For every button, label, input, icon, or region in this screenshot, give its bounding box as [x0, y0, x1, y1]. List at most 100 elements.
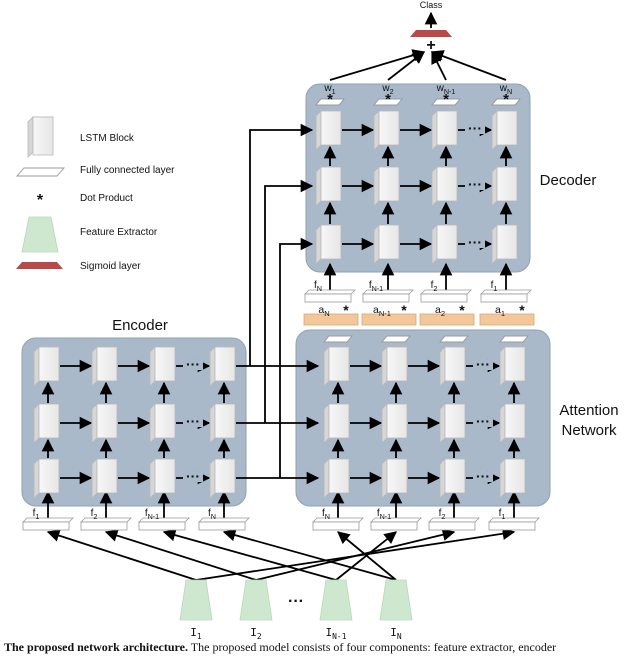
attention-weight-label: a1	[495, 304, 505, 318]
decoder-input-bar	[304, 289, 356, 303]
feature-extractor	[179, 579, 213, 621]
attention-weight-bar	[361, 313, 417, 326]
attention-input-label: fN	[322, 508, 330, 521]
decoder-ellipsis-bg	[465, 180, 485, 190]
class-label: Class	[420, 0, 443, 10]
output-weight-label: wN	[499, 83, 512, 96]
encoder-ellipsis: ···	[186, 468, 200, 484]
attention-ellipsis: ···	[476, 413, 490, 429]
feature-extractor	[319, 579, 353, 621]
caption-bold: The proposed network architecture.	[4, 640, 188, 654]
attention-ellipsis: ···	[476, 356, 490, 372]
decoder-lstm-block	[315, 224, 342, 265]
caption-text: The proposed model consists of four comp…	[188, 640, 557, 654]
encoder-lstm-block	[149, 403, 176, 444]
decoder-lstm-block	[373, 110, 400, 151]
attention-lstm-block	[439, 403, 466, 444]
encoder-input-bar	[80, 517, 132, 531]
attention-lstm-block	[439, 346, 466, 387]
attention-fc-layer	[323, 335, 353, 343]
attention-lstm-block	[381, 403, 408, 444]
images-ellipsis: ···	[288, 593, 304, 610]
encoder-lstm-block	[33, 403, 60, 444]
attention-lstm-block	[381, 346, 408, 387]
decoder-input-bar	[362, 289, 414, 303]
legend-sigmoid-text: Sigmoid layer	[80, 261, 141, 272]
feature-extractor	[239, 579, 273, 621]
decoder-input-bar	[420, 289, 472, 303]
output-weight-label: w1	[323, 83, 335, 96]
decoder-fc-layer	[373, 98, 403, 106]
decoder-ellipsis: ···	[468, 120, 482, 136]
encoder-input-label: fN-1	[145, 508, 159, 521]
legend-feature-text: Feature Extractor	[80, 227, 158, 238]
dot-product-star: *	[519, 302, 525, 318]
image-label: IN-1	[326, 626, 347, 641]
output-to-sum-arrow	[329, 49, 426, 81]
feature-to-encoder-arrow	[222, 528, 397, 581]
encoder-input-label: f1	[33, 508, 40, 521]
attention-lstm-block	[499, 346, 526, 387]
encoder-ellipsis-bg	[183, 360, 203, 370]
decoder-input-label: fN	[314, 280, 322, 293]
feature-to-encoder-arrow	[162, 528, 337, 581]
encoder-lstm-block	[209, 458, 236, 499]
encoder-lstm-block	[149, 346, 176, 387]
decoder-fc-layer	[431, 98, 461, 106]
attention-fc-layer	[499, 335, 529, 343]
encoder-ellipsis-bg	[183, 472, 203, 482]
feature-to-attention-arrow	[337, 531, 397, 581]
encoder-ellipsis: ···	[186, 356, 200, 372]
output-dot-star: *	[327, 91, 333, 108]
encoder-panel	[21, 337, 247, 507]
attention-lstm-block	[323, 346, 350, 387]
decoder-input-label: f2	[431, 280, 438, 293]
attention-title-line2: Network	[561, 422, 617, 439]
decoder-ellipsis: ···	[468, 176, 482, 192]
attention-lstm-block	[323, 403, 350, 444]
encoder-lstm-block	[33, 346, 60, 387]
attention-fc-layer	[381, 335, 411, 343]
encoder-title: Encoder	[112, 317, 168, 334]
encoder-lstm-block	[149, 458, 176, 499]
attention-weight-bar	[303, 313, 359, 326]
feature-to-attention-arrow	[255, 528, 456, 581]
decoder-ellipsis-bg	[465, 124, 485, 134]
dot-product-star: *	[401, 302, 407, 318]
attention-ellipsis-bg	[473, 360, 493, 370]
decoder-lstm-block	[373, 224, 400, 265]
attention-ellipsis-bg	[473, 417, 493, 427]
feature-to-encoder-arrow	[104, 529, 257, 581]
attention-weight-label: a2	[435, 304, 445, 318]
attention-lstm-block	[381, 458, 408, 499]
legend-dot-text: Dot Product	[80, 193, 133, 204]
decoder-lstm-block	[431, 110, 458, 151]
decoder-lstm-block	[373, 166, 400, 207]
encoder-input-label: fN	[208, 508, 216, 521]
attention-lstm-block	[499, 403, 526, 444]
decoder-ellipsis: ···	[468, 234, 482, 250]
dot-product-star: *	[343, 302, 349, 318]
legend-fc-icon	[16, 167, 65, 177]
decoder-lstm-block	[491, 110, 518, 151]
attention-input-bar	[428, 517, 480, 531]
output-dot-star: *	[385, 91, 391, 108]
decoder-input-label: f1	[491, 280, 498, 293]
image-label: I2	[250, 626, 262, 641]
decoder-lstm-block	[431, 224, 458, 265]
encoder-input-bar	[198, 517, 250, 531]
output-weight-label: wN-1	[436, 83, 456, 96]
attention-ellipsis-bg	[473, 472, 493, 482]
decoder-lstm-block	[431, 166, 458, 207]
decoder-lstm-block	[491, 166, 518, 207]
attention-panel	[295, 329, 551, 507]
decoder-title: Decoder	[540, 172, 597, 189]
image-label: I1	[190, 626, 202, 641]
attention-title-line1: Attention	[559, 402, 618, 419]
attention-input-bar	[488, 517, 540, 531]
encoder-lstm-block	[209, 403, 236, 444]
legend	[16, 116, 65, 269]
attention-input-bar	[312, 517, 364, 531]
attention-ellipsis: ···	[476, 468, 490, 484]
attention-input-label: f1	[499, 508, 506, 521]
